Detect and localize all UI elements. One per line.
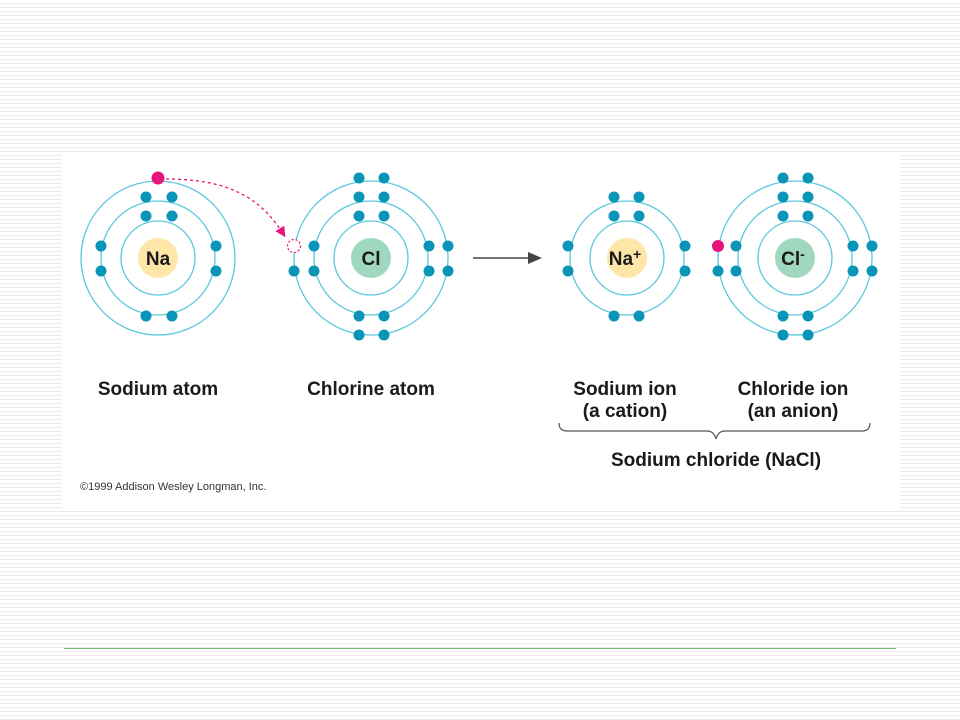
electron [802,172,814,184]
chloride-ion-orbit-1 [757,220,833,296]
chloride-ion: Cl- [712,172,878,341]
electron [777,310,789,322]
electron [140,310,152,322]
chlorine-atom-label: Chlorine atom [307,379,435,400]
electron [562,240,574,252]
chloride-ion-sublabel: (an anion) [747,401,839,422]
sodium-ion-symbol: Na+ [609,246,641,270]
electron [353,329,365,341]
compound-brace [558,422,871,440]
ionic-bond-diagram: Na Cl [80,171,878,440]
electron [95,240,107,252]
chlorine-atom: Cl [286,172,454,341]
electron [378,310,390,322]
electron [353,172,365,184]
chloride-ion-orbit-3 [717,180,873,336]
electron [378,172,390,184]
electron [777,191,789,203]
electron [866,265,878,277]
sodium-orbit-2 [100,200,216,316]
sodium-ion-nucleus [607,238,647,278]
chlorine-symbol: Cl [362,249,381,270]
chlorine-orbit-1 [333,220,409,296]
chlorine-orbit-2 [313,200,429,316]
chloride-ion-nucleus [775,238,815,278]
electron [562,265,574,277]
electron [442,240,454,252]
electron [679,240,691,252]
sodium-orbit-1 [120,220,196,296]
electron [378,210,390,222]
electron [166,310,178,322]
chloride-ion-label: Chloride ion [737,379,849,400]
sodium-nucleus [138,238,178,278]
electron [802,191,814,203]
chlorine-nucleus [351,238,391,278]
electron [608,210,620,222]
sodium-ion-orbit-1 [589,220,665,296]
electron [712,265,724,277]
electron [353,210,365,222]
electron-vacancy [286,238,302,254]
footer-divider [64,648,896,649]
compound-label: Sodium chloride (NaCl) [610,450,822,471]
electron [378,191,390,203]
electron [777,210,789,222]
electron [378,329,390,341]
transferred-electron [151,171,165,185]
electron [210,265,222,277]
electron [423,265,435,277]
electron [608,191,620,203]
copyright-notice: ©1999 Addison Wesley Longman, Inc. [80,481,267,493]
diagram-panel: Na Cl [62,155,900,509]
gained-electron [712,240,724,252]
sodium-atom: Na [80,171,236,336]
electron [288,265,300,277]
electron [210,240,222,252]
electron [777,172,789,184]
electron [308,265,320,277]
electron [679,265,691,277]
chlorine-orbit-3 [293,180,449,336]
reaction-arrow [473,252,542,264]
electron [847,265,859,277]
electron [633,191,645,203]
sodium-symbol: Na [146,249,171,270]
electron [802,310,814,322]
electron [166,191,178,203]
sodium-ion-electrons [562,191,691,322]
chloride-ion-electrons [712,172,878,341]
electron [802,329,814,341]
electron [847,240,859,252]
electron-transfer-path [165,178,286,238]
sodium-ion-sublabel: (a cation) [582,401,668,422]
chloride-ion-orbit-2 [737,200,853,316]
electron [442,265,454,277]
electron [633,310,645,322]
electron [866,240,878,252]
electron [140,210,152,222]
electron [608,310,620,322]
electron [140,191,152,203]
electron [730,265,742,277]
sodium-electrons [95,191,222,322]
electron [423,240,435,252]
sodium-ion-label: Sodium ion [573,379,677,400]
sodium-ion: Na+ [562,191,691,322]
electron [95,265,107,277]
electron [166,210,178,222]
chloride-ion-symbol: Cl- [781,246,805,270]
electron [777,329,789,341]
electron [730,240,742,252]
electron [353,310,365,322]
sodium-ion-orbit-2 [569,200,685,316]
sodium-atom-label: Sodium atom [97,379,219,400]
electron [802,210,814,222]
electron [633,210,645,222]
electron [353,191,365,203]
electron [308,240,320,252]
